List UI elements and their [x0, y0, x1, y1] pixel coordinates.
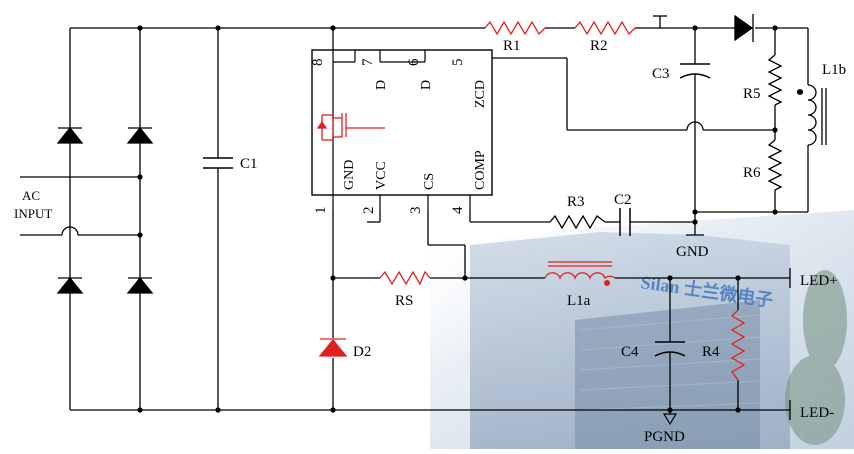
label-d2: D2 [353, 344, 371, 360]
inductor-l1b [796, 84, 827, 146]
resistor-r4 [730, 309, 746, 381]
diode-d-bottom-right [126, 276, 154, 294]
label-r2: R2 [590, 38, 608, 54]
component-labels: AC INPUT C1 R1 R2 C3 L1b R5 R6 R3 C2 GND… [14, 38, 846, 445]
pin-name-comp: COMP [473, 150, 488, 190]
label-c2: C2 [614, 192, 632, 208]
resistor-r1 [484, 20, 546, 36]
capacitor-c1 [203, 157, 233, 169]
pin-name-d-6: D [419, 80, 434, 90]
diode-d-top-left [56, 126, 84, 144]
junction-dots [137, 25, 778, 413]
label-l1b: L1b [822, 62, 846, 78]
diode-d-bottom-left [56, 276, 84, 294]
label-c3: C3 [652, 66, 670, 82]
label-l1a: L1a [567, 293, 591, 309]
resistor-r6 [767, 139, 783, 191]
resistor-r3 [549, 214, 606, 230]
label-gnd: GND [676, 244, 709, 260]
label-r6: R6 [743, 165, 761, 181]
label-led-minus: LED- [800, 405, 834, 421]
resistor-r5 [767, 54, 783, 106]
label-ac-input-1: AC [22, 188, 40, 203]
capacitor-c4 [654, 341, 686, 357]
resistor-rs [379, 270, 431, 286]
diode-top [734, 14, 754, 42]
label-rs: RS [395, 293, 413, 309]
label-c4: C4 [621, 344, 639, 360]
pin-name-vcc: VCC [374, 161, 389, 190]
bridge-rectifier [56, 126, 154, 294]
background-building-photo: Silan 士兰微电子 [430, 210, 854, 449]
diode-d-top-right [126, 126, 154, 144]
label-r3: R3 [567, 194, 585, 210]
pin-number-2: 2 [361, 207, 377, 215]
internal-mosfet [316, 113, 385, 141]
label-c1: C1 [240, 156, 258, 172]
pin-name-d-7: D [374, 80, 389, 90]
label-ac-input-2: INPUT [14, 206, 52, 221]
label-r5: R5 [743, 86, 761, 102]
pin-number-8: 8 [310, 59, 326, 67]
pin-number-3: 3 [408, 207, 424, 215]
inductor-l1a [544, 261, 616, 287]
capacitor-c3 [679, 63, 711, 79]
label-r4: R4 [702, 344, 720, 360]
pin-number-4: 4 [450, 206, 466, 214]
label-led-plus: LED+ [800, 273, 838, 289]
pin-number-1: 1 [313, 207, 329, 215]
pin-name-gnd: GND [342, 160, 357, 190]
label-pgnd: PGND [644, 429, 685, 445]
tree-silhouette [785, 270, 847, 445]
pin-number-6: 6 [406, 58, 422, 66]
label-r1: R1 [503, 38, 521, 54]
capacitor-c2 [619, 208, 631, 236]
pin-number-5: 5 [450, 59, 466, 67]
pgnd-symbol [662, 410, 678, 426]
pin-name-cs: CS [422, 173, 437, 190]
pin-number-7: 7 [360, 58, 376, 66]
resistor-r2 [574, 20, 636, 36]
diode-d2 [318, 338, 348, 357]
pin-name-zcd: ZCD [473, 80, 488, 108]
controller-ic: 8 7 6 5 D D ZCD GND VCC CS COMP 1 2 3 4 [310, 49, 493, 215]
